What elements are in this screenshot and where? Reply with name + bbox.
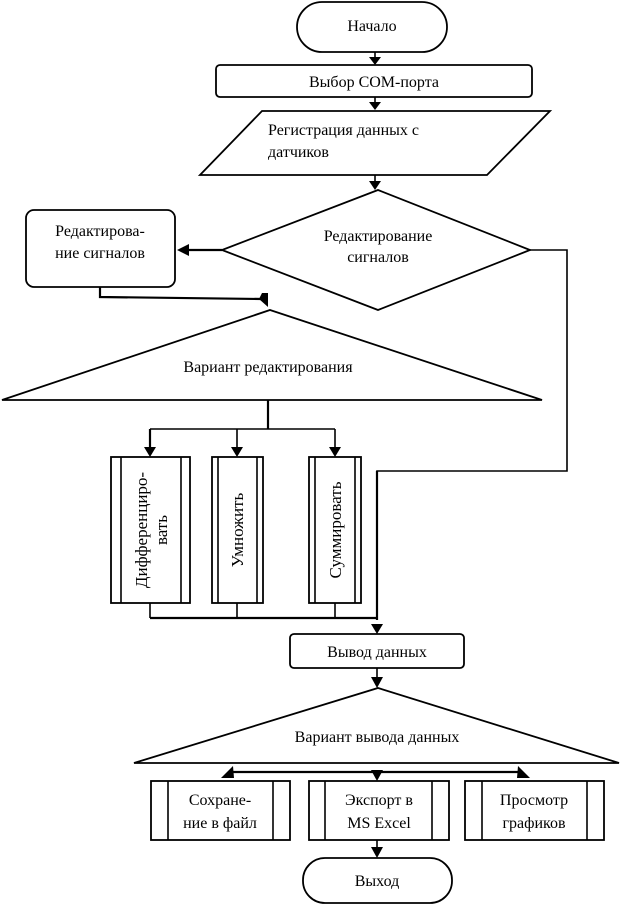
node-save-file-line1: Сохране-: [189, 792, 251, 809]
node-output-label: Вывод данных: [327, 644, 427, 661]
node-export-excel: Экспорт в MS Excel: [308, 780, 450, 841]
node-edit-decision-line1: Редактирование: [324, 228, 433, 245]
arrow-head: [371, 770, 383, 781]
selection-shape: [133, 687, 620, 764]
node-multiply-label: Умножить: [228, 493, 247, 568]
node-edit-variant: Вариант редактирования: [1, 309, 543, 401]
node-edit-decision: Редактирование сигналов: [219, 189, 533, 311]
arrow-head: [231, 447, 243, 457]
arrow-head: [221, 766, 234, 778]
predefined-shape: [150, 780, 291, 841]
arrow-head: [177, 244, 189, 256]
node-save-file-line2: ние в файл: [183, 815, 257, 832]
edge-edit-to-variant: [98, 287, 263, 301]
node-output-variant: Вариант вывода данных: [133, 687, 620, 764]
node-export-excel-line1: Экспорт в: [345, 792, 413, 809]
node-register: Регистрация данных с датчиков: [197, 110, 553, 176]
node-exit: Выход: [302, 857, 453, 904]
node-export-excel-line2: MS Excel: [347, 815, 411, 832]
edge-decision-no: [376, 249, 568, 620]
predefined-shape: [308, 780, 450, 841]
node-differentiate-line2: вать: [152, 515, 171, 545]
terminal-shape: [296, 1, 448, 53]
arrow-head: [517, 766, 530, 778]
arrow-head: [371, 847, 383, 858]
node-select-port: Выбор COM-порта: [215, 64, 533, 98]
node-edit-signals: Редактирова- ние сигналов: [25, 209, 176, 288]
terminal-shape: [302, 857, 453, 904]
arrow-head: [259, 293, 268, 307]
process-shape: [215, 64, 533, 98]
node-edit-decision-line2: сигналов: [347, 249, 409, 266]
arrow-head: [329, 447, 341, 457]
selection-shape: [1, 309, 543, 401]
node-view-graphs-line1: Просмотр: [500, 792, 568, 809]
process-shape: [289, 633, 465, 669]
node-output-variant-label: Вариант вывода данных: [295, 729, 460, 746]
node-start-label: Начало: [347, 18, 396, 35]
node-differentiate-line1: Дифференциро-: [132, 472, 151, 589]
node-differentiate: Дифференциро- вать: [110, 456, 191, 604]
node-view-graphs-line2: графиков: [502, 815, 566, 832]
node-edit-signals-line1: Редактирова-: [55, 223, 145, 240]
arrow-head: [369, 57, 381, 65]
decision-shape: [219, 189, 533, 311]
node-exit-label: Выход: [355, 873, 400, 890]
arrow-head: [369, 181, 381, 190]
predefined-shape: [464, 780, 605, 841]
node-view-graphs: Просмотр графиков: [464, 780, 605, 841]
node-edit-variant-label: Вариант редактирования: [183, 359, 353, 376]
arrow-head: [371, 677, 383, 688]
node-register-line1: Регистрация данных с: [268, 122, 419, 139]
predefined-shape: [308, 456, 362, 604]
node-multiply: Умножить: [211, 456, 264, 604]
connectors: [98, 52, 568, 858]
predefined-shape: [110, 456, 191, 604]
arrow-head: [144, 447, 156, 457]
node-sum-label: Суммировать: [326, 481, 345, 578]
node-edit-signals-line2: ние сигналов: [55, 245, 145, 262]
io-shape: [197, 110, 553, 176]
node-start: Начало: [296, 1, 448, 53]
predefined-shape: [211, 456, 264, 604]
process-shape: [25, 209, 176, 288]
node-register-line2: датчиков: [268, 144, 329, 161]
arrow-head: [369, 102, 381, 110]
node-output: Вывод данных: [289, 633, 465, 669]
arrow-head: [371, 624, 383, 634]
node-sum: Суммировать: [308, 456, 362, 604]
node-select-port-label: Выбор COM-порта: [309, 74, 439, 91]
node-save-file: Сохране- ние в файл: [150, 780, 291, 841]
